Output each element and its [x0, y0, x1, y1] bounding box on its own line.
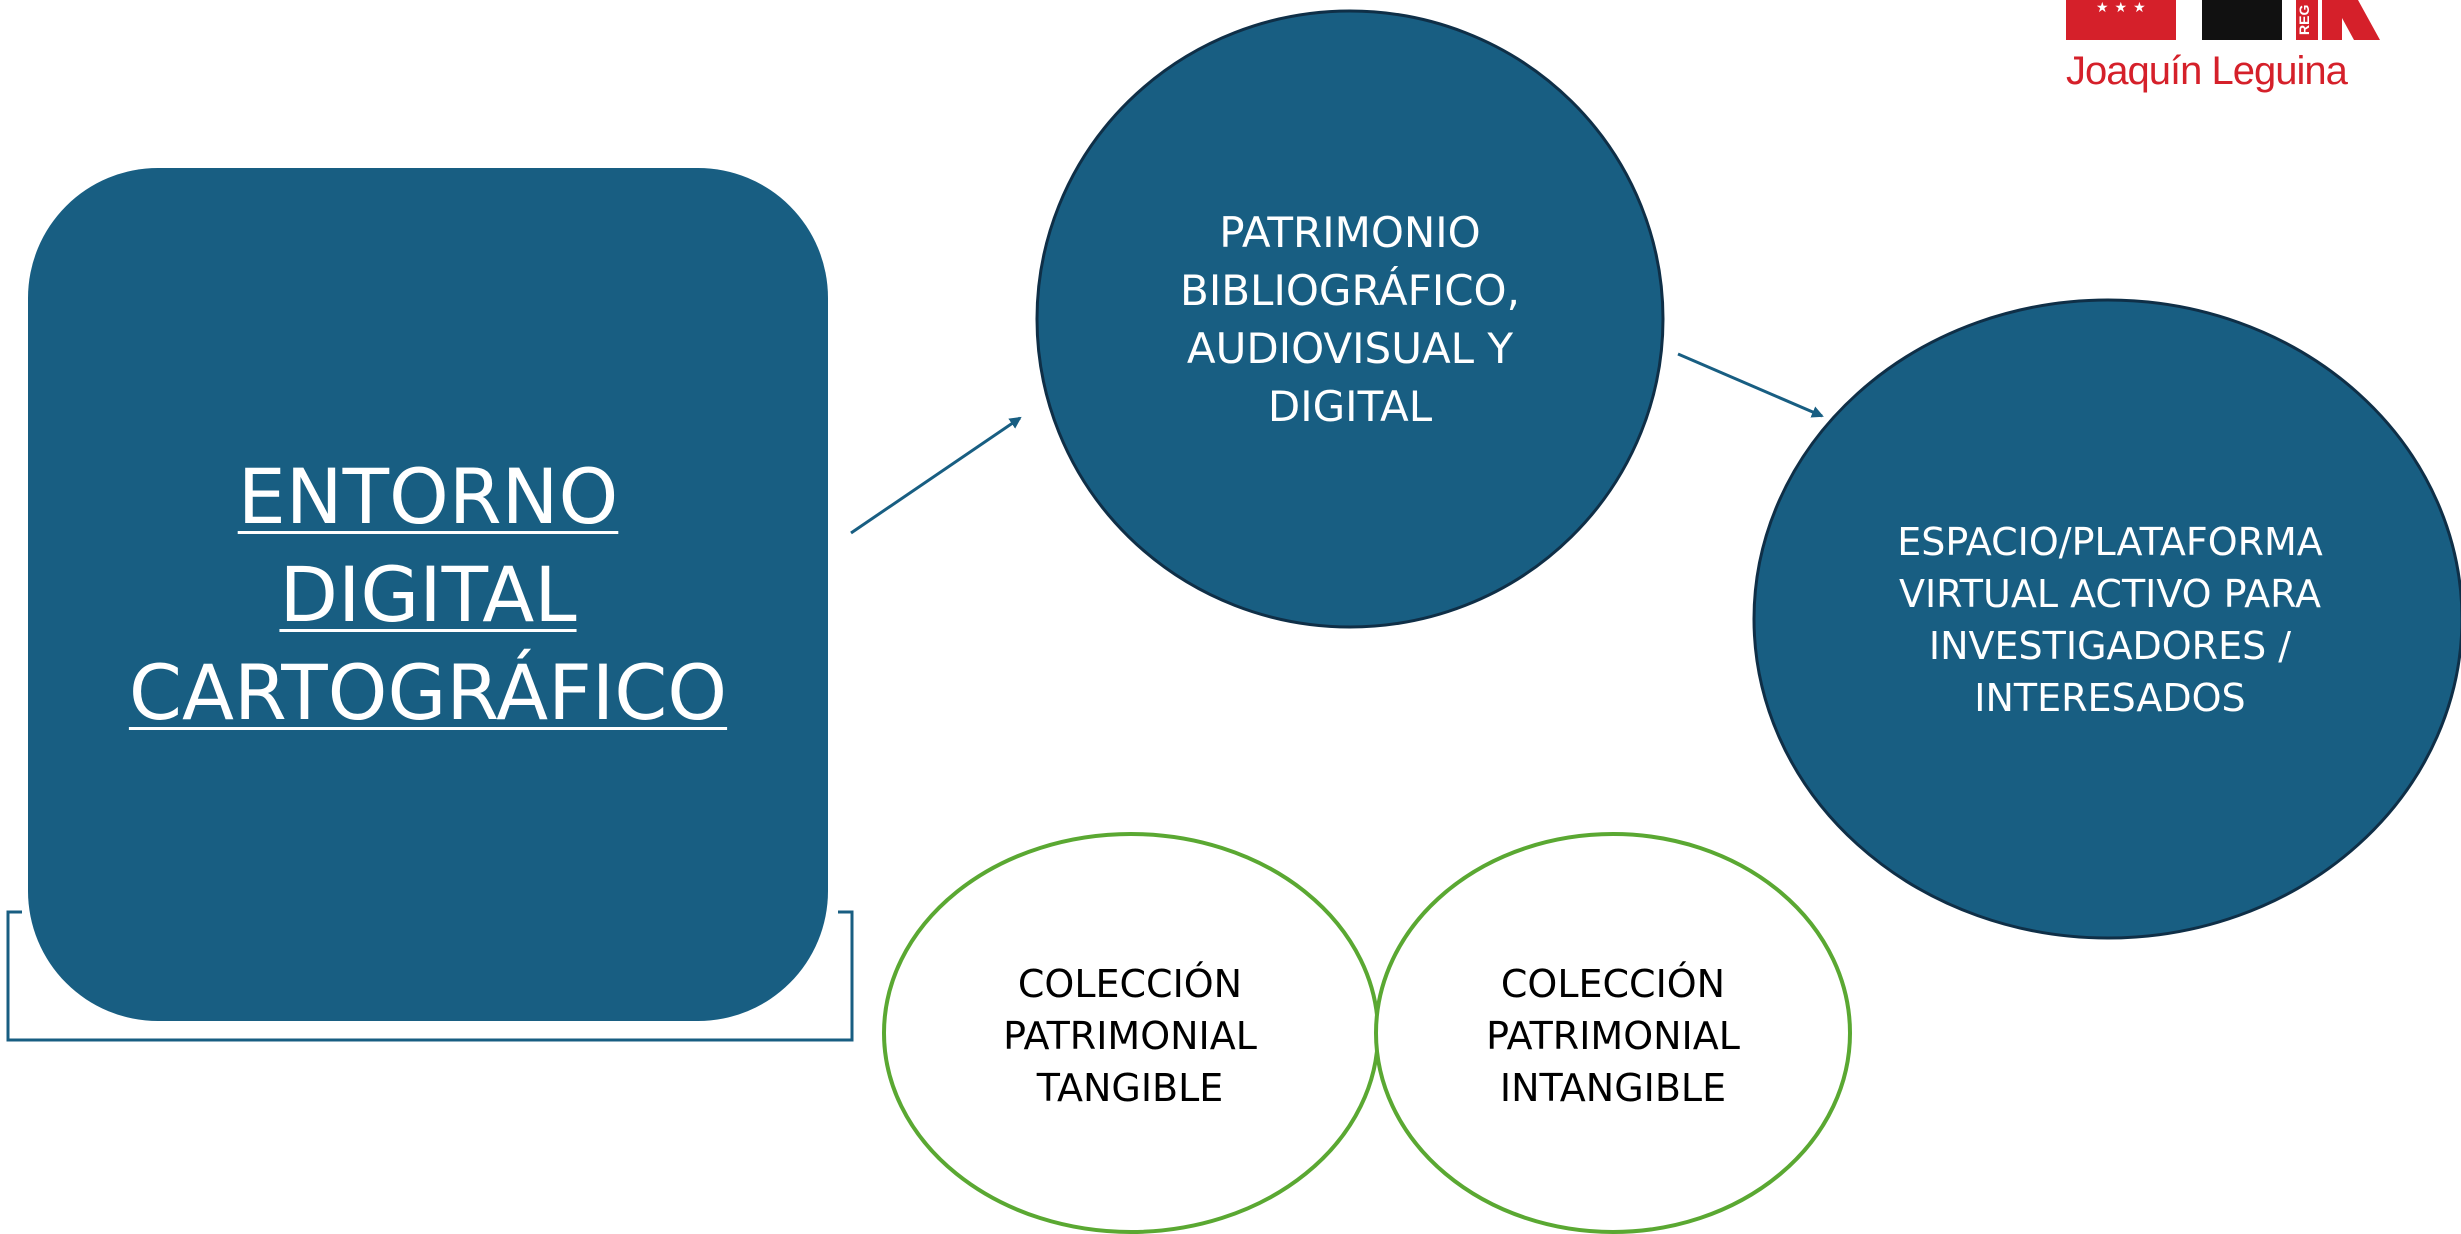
- main-title-line-2: DIGITAL: [279, 549, 577, 639]
- logo-red-block: ★★★: [2066, 0, 2176, 40]
- node-tangible-line-3: TANGIBLE: [1036, 1066, 1224, 1110]
- main-box: [28, 168, 828, 1021]
- node-patrimonio-line-4: DIGITAL: [1267, 382, 1433, 431]
- institution-logo: ★★★ REG Joaquín Leguina: [2060, 0, 2390, 100]
- logo-black-block: [2202, 0, 2282, 40]
- node-patrimonio-label: PATRIMONIO BIBLIOGRÁFICO, AUDIOVISUAL Y …: [1080, 204, 1620, 436]
- logo-name: Joaquín Leguina: [2066, 49, 2348, 93]
- node-intangible-label: COLECCIÓN PATRIMONIAL INTANGIBLE: [1413, 958, 1813, 1114]
- main-title: ENTORNO DIGITAL CARTOGRÁFICO: [28, 168, 828, 1021]
- logo-stars-icon: ★★★: [2096, 0, 2152, 16]
- node-espacio-line-2: VIRTUAL ACTIVO PARA: [1898, 572, 2322, 616]
- arrow-to-espacio: [1677, 352, 1824, 418]
- main-title-line-3: CARTOGRÁFICO: [128, 647, 728, 737]
- arrow-to-patrimonio: [850, 416, 1022, 535]
- node-espacio: [1752, 298, 2461, 940]
- node-patrimonio: [1035, 9, 1665, 629]
- node-espacio-line-3: INVESTIGADORES /: [1928, 624, 2292, 668]
- node-espacio-label: ESPACIO/PLATAFORMA VIRTUAL ACTIVO PARA I…: [1810, 516, 2410, 724]
- node-tangible-line-1: COLECCIÓN: [1017, 962, 1243, 1006]
- node-espacio-line-4: INTERESADOS: [1974, 676, 2246, 720]
- node-tangible-label: COLECCIÓN PATRIMONIAL TANGIBLE: [930, 958, 1330, 1114]
- node-espacio-line-1: ESPACIO/PLATAFORMA: [1897, 520, 2323, 564]
- logo-shape-icon: [2322, 0, 2380, 40]
- node-intangible-line-2: PATRIMONIAL: [1486, 1014, 1740, 1058]
- logo-tag: REG: [2296, 0, 2318, 40]
- node-patrimonio-line-2: BIBLIOGRÁFICO,: [1180, 266, 1520, 315]
- node-patrimonio-line-3: AUDIOVISUAL Y: [1186, 324, 1514, 373]
- main-box-bracket: [6, 910, 854, 1042]
- node-intangible-line-1: COLECCIÓN: [1500, 962, 1726, 1006]
- node-tangible-line-2: PATRIMONIAL: [1003, 1014, 1257, 1058]
- node-intangible: [1374, 832, 1852, 1234]
- main-title-line-1: ENTORNO: [237, 451, 619, 541]
- node-intangible-line-3: INTANGIBLE: [1499, 1066, 1727, 1110]
- node-patrimonio-line-1: PATRIMONIO: [1219, 208, 1481, 257]
